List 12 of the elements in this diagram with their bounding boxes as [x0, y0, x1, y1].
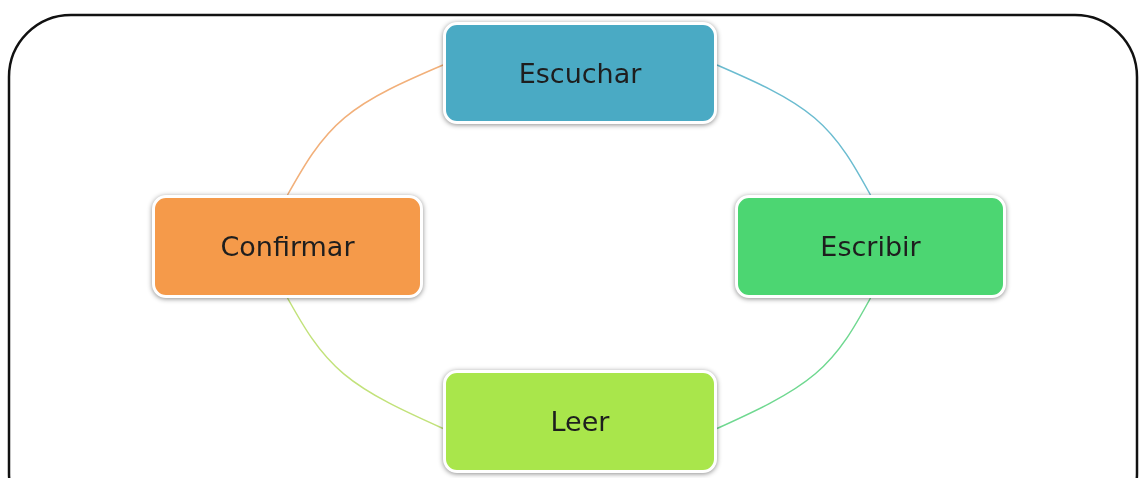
connector-arc [286, 64, 444, 196]
step-label: Escribir [820, 231, 921, 262]
connector-arc [286, 297, 444, 430]
connector-arc [716, 64, 872, 196]
process-box [735, 195, 1006, 298]
process-box [152, 195, 423, 298]
process-box [443, 22, 717, 124]
connector-arc [716, 297, 872, 430]
step-label: Escuchar [518, 57, 642, 89]
process-box [443, 370, 717, 473]
step-label: Leer [550, 406, 610, 437]
step-label: Confirmar [220, 231, 355, 262]
